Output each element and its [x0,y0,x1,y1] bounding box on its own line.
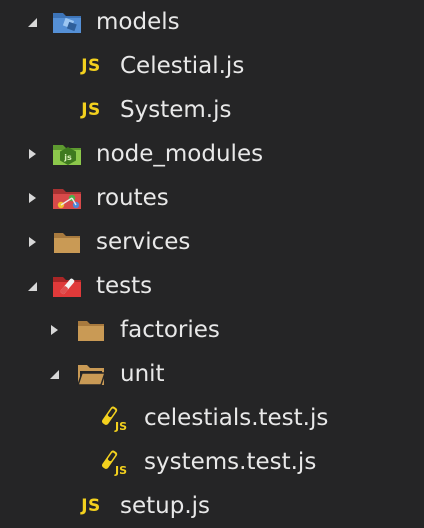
tree-item-factories[interactable]: factories [0,308,424,352]
tree-item-label: models [96,9,180,35]
tree-item-routes[interactable]: routes [0,176,424,220]
test-js-file-icon: JS [100,448,130,476]
tree-item-label: node_modules [96,141,264,167]
tree-item-system-js[interactable]: JS System.js [0,88,424,132]
javascript-file-icon: JS [76,96,106,124]
node-folder-icon: js [52,140,82,168]
tree-item-label: System.js [120,97,232,123]
js-badge: JS [81,496,101,516]
js-badge: JS [81,56,101,76]
chevron-down-icon[interactable] [24,0,40,44]
tests-folder-icon [52,272,82,300]
folder-icon [52,228,82,256]
models-folder-icon [52,8,82,36]
chevron-right-icon[interactable] [24,220,40,264]
tree-item-label: factories [120,317,220,343]
folder-icon [76,316,106,344]
tree-item-label: services [96,229,191,255]
javascript-file-icon: JS [76,492,106,520]
javascript-file-icon: JS [76,52,106,80]
tree-item-services[interactable]: services [0,220,424,264]
tree-item-systems-test-js[interactable]: JS systems.test.js [0,440,424,484]
tree-item-tests[interactable]: tests [0,264,424,308]
svg-text:js: js [63,153,72,162]
tree-item-label: tests [96,273,153,299]
tree-item-label: routes [96,185,169,211]
chevron-right-icon[interactable] [24,176,40,220]
tree-item-unit[interactable]: unit [0,352,424,396]
test-js-file-icon: JS [100,404,130,432]
tree-item-node-modules[interactable]: js node_modules [0,132,424,176]
chevron-down-icon[interactable] [46,352,62,396]
tree-item-setup-js[interactable]: JS setup.js [0,484,424,528]
tree-item-models[interactable]: models [0,0,424,44]
open-folder-icon [76,360,106,388]
svg-text:JS: JS [114,420,127,432]
tree-item-label: Celestial.js [120,53,245,79]
chevron-down-icon[interactable] [24,264,40,308]
tree-item-celestial-js[interactable]: JS Celestial.js [0,44,424,88]
chevron-right-icon[interactable] [24,132,40,176]
tree-item-celestials-test-js[interactable]: JS celestials.test.js [0,396,424,440]
tree-item-label: setup.js [120,493,211,519]
tree-item-label: celestials.test.js [144,405,329,431]
chevron-right-icon[interactable] [46,308,62,352]
routes-folder-icon [52,184,82,212]
tree-item-label: unit [120,361,165,387]
svg-text:JS: JS [114,464,127,476]
js-badge: JS [81,100,101,120]
tree-item-label: systems.test.js [144,449,317,475]
